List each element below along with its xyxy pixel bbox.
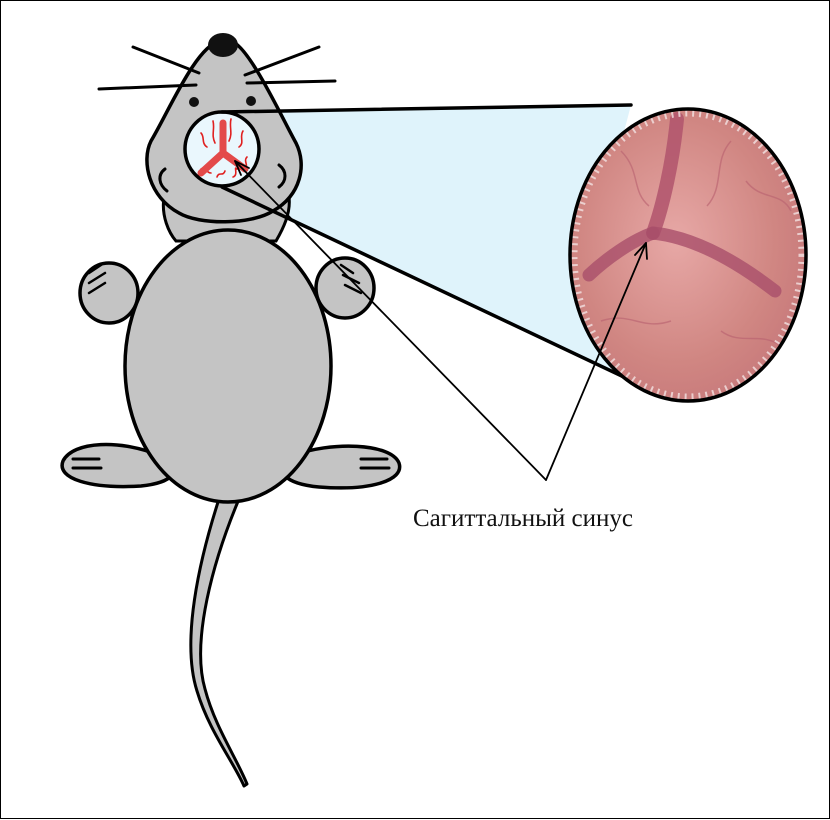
mouse-body bbox=[125, 230, 331, 502]
mouse-tail bbox=[191, 499, 247, 786]
magnified-view bbox=[570, 109, 806, 401]
sagittal-sinus-label: Сагиттальный синус bbox=[413, 505, 633, 533]
mouse-nose bbox=[208, 33, 238, 57]
left-eye bbox=[189, 97, 199, 107]
right-eye bbox=[246, 96, 256, 106]
